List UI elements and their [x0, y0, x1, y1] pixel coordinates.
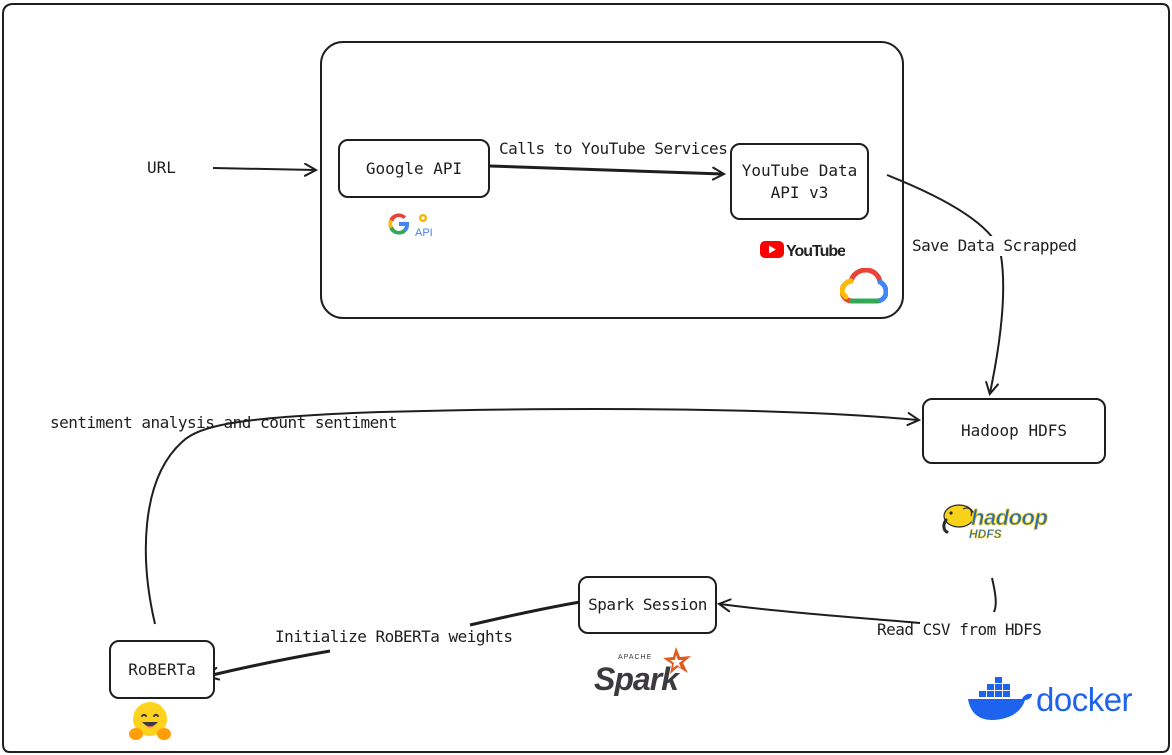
edge-url-to-google-api	[212, 168, 315, 170]
google-api-logo: API	[385, 210, 437, 240]
google-api-node[interactable]: Google API	[338, 139, 490, 198]
spark-session-node[interactable]: Spark Session	[578, 576, 717, 634]
edge-youtube-to-hdfs	[886, 174, 1005, 393]
google-cloud-icon	[839, 267, 889, 304]
spark-session-label: Spark Session	[588, 595, 707, 614]
edge-hdfs-to-spark	[720, 577, 997, 624]
google-api-label: Google API	[365, 158, 463, 178]
docker-logo-text: docker	[1036, 681, 1133, 718]
youtube-data-api-label: YouTube Data API v3	[741, 160, 858, 202]
hadoop-hdfs-label: Hadoop HDFS	[961, 421, 1067, 440]
roberta-label: RoBERTa	[128, 659, 196, 679]
edge-label-init-weights: Initialize RoBERTa weights	[275, 627, 513, 647]
edge-label-sentiment: sentiment analysis and count sentiment	[50, 413, 398, 432]
hugging-face-icon	[129, 702, 171, 740]
spark-logo: APACHE Spark	[592, 644, 696, 697]
google-cloud-logo	[839, 267, 889, 304]
google-api-logo-text: API	[415, 227, 433, 239]
hadoop-logo-text: hadoop	[971, 505, 1047, 530]
youtube-icon: YouTube	[760, 241, 847, 260]
edge-label-calls-youtube: Calls to YouTube Services	[499, 139, 728, 158]
edge-label-read-csv: Read CSV from HDFS	[877, 620, 1042, 639]
google-api-icon: API	[388, 213, 433, 239]
hadoop-elephant-icon: hadoop HDFS	[942, 504, 1048, 541]
edge-label-save-data: Save Data Scrapped	[912, 236, 1077, 256]
edge-roberta-to-hdfs	[144, 407, 918, 625]
youtube-logo-text: YouTube	[786, 243, 845, 260]
hugging-face-logo	[127, 700, 173, 742]
spark-logo-top-text: APACHE	[618, 654, 652, 661]
youtube-logo: YouTube	[759, 238, 847, 262]
google-cloud-group	[320, 41, 904, 319]
docker-whale-icon: docker	[968, 677, 1133, 720]
spark-star-icon: APACHE Spark	[594, 647, 691, 697]
edge-label-url: URL	[147, 158, 176, 177]
hadoop-hdfs-node[interactable]: Hadoop HDFS	[922, 398, 1106, 464]
spark-logo-text: Spark	[594, 661, 681, 696]
edge-google-api-to-youtube	[489, 164, 723, 174]
youtube-data-api-node[interactable]: YouTube Data API v3	[730, 143, 869, 220]
hadoop-logo-sub-text: HDFS	[969, 527, 1002, 541]
docker-logo: docker	[966, 673, 1150, 723]
roberta-node[interactable]: RoBERTa	[109, 640, 215, 699]
hadoop-logo: hadoop HDFS	[941, 500, 1067, 542]
edge-spark-to-roberta	[208, 600, 581, 676]
